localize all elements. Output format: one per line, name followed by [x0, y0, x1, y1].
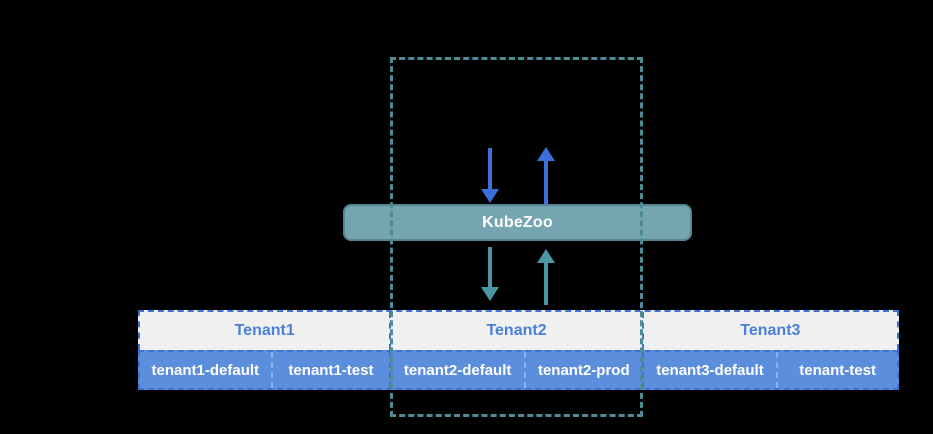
kubezoo-node-label: KubeZoo	[482, 213, 553, 231]
tenant3-header-cell: Tenant3	[641, 312, 897, 350]
tenant-table: Tenant1 Tenant2 Tenant3 tenant1-default …	[138, 310, 899, 390]
arrow-head	[481, 189, 499, 203]
teal-up-arrow-icon	[537, 249, 555, 305]
arrow-shaft	[544, 159, 548, 204]
teal-down-arrow-icon	[481, 247, 499, 301]
namespace-cell-tenant1-default: tenant1-default	[151, 361, 260, 379]
arrow-shaft	[544, 261, 548, 305]
arrow-head	[481, 287, 499, 301]
namespace-cell-tenant2-prod: tenant2-prod	[523, 352, 642, 388]
arrow-shaft	[488, 148, 492, 191]
namespace-row: tenant1-default tenant1-test tenant2-def…	[138, 350, 899, 390]
tenant-header-row: Tenant1 Tenant2 Tenant3	[138, 310, 899, 350]
namespace-cell-tenant-test: tenant-test	[776, 352, 897, 388]
blue-up-arrow-icon	[537, 147, 555, 204]
arrow-head	[537, 249, 555, 263]
arrow-head	[537, 147, 555, 161]
arrow-shaft	[488, 247, 492, 289]
namespace-cell-tenant1-test: tenant1-test	[270, 352, 390, 388]
kubezoo-node: KubeZoo	[343, 204, 692, 241]
blue-down-arrow-icon	[481, 148, 499, 203]
tenant1-header-cell: Tenant1	[234, 322, 295, 339]
namespace-cell-tenant2-default: tenant2-default	[389, 352, 524, 388]
tenant2-header-cell: Tenant2	[389, 312, 641, 350]
namespace-cell-tenant3-default: tenant3-default	[641, 352, 777, 388]
